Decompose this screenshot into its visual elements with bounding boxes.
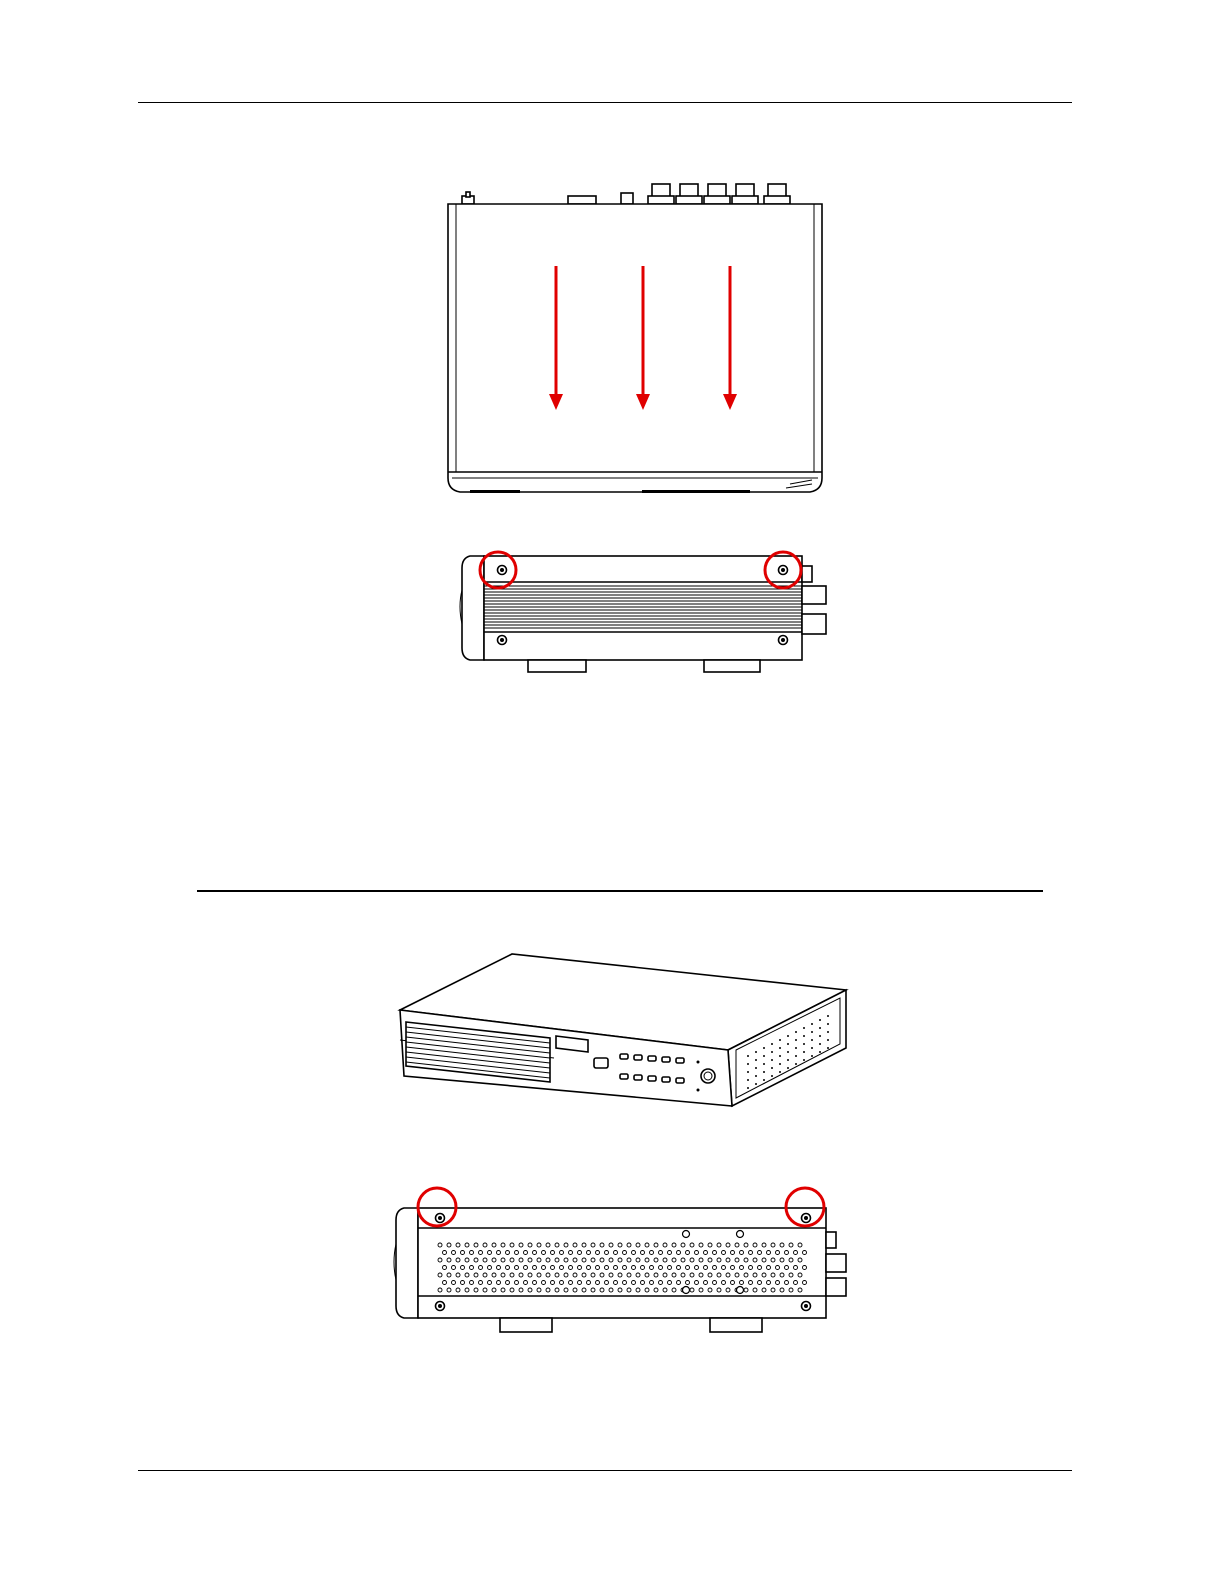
side-view-perforated-figure bbox=[394, 1188, 846, 1332]
isometric-view-figure bbox=[400, 954, 846, 1106]
side-view-fins-figure bbox=[460, 552, 826, 672]
top-cover bbox=[448, 204, 822, 492]
rear-connectors bbox=[462, 184, 790, 204]
heat-fins bbox=[484, 586, 802, 628]
top-view-figure bbox=[448, 184, 822, 493]
